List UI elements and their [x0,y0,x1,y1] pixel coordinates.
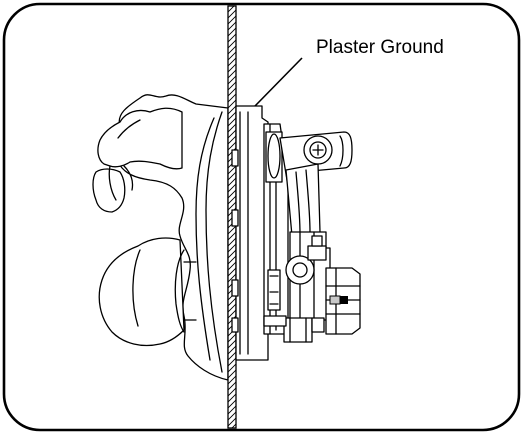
plaster-ground-callout: Plaster Ground [254,37,444,107]
outlet-port [325,267,361,335]
plaster-ground [235,105,269,361]
knob-handle [98,237,197,347]
valve-assembly [231,105,361,361]
trim-assembly [92,94,229,381]
callout-label-plaster-ground: Plaster Ground [316,37,444,58]
faucet-handle [92,107,183,213]
